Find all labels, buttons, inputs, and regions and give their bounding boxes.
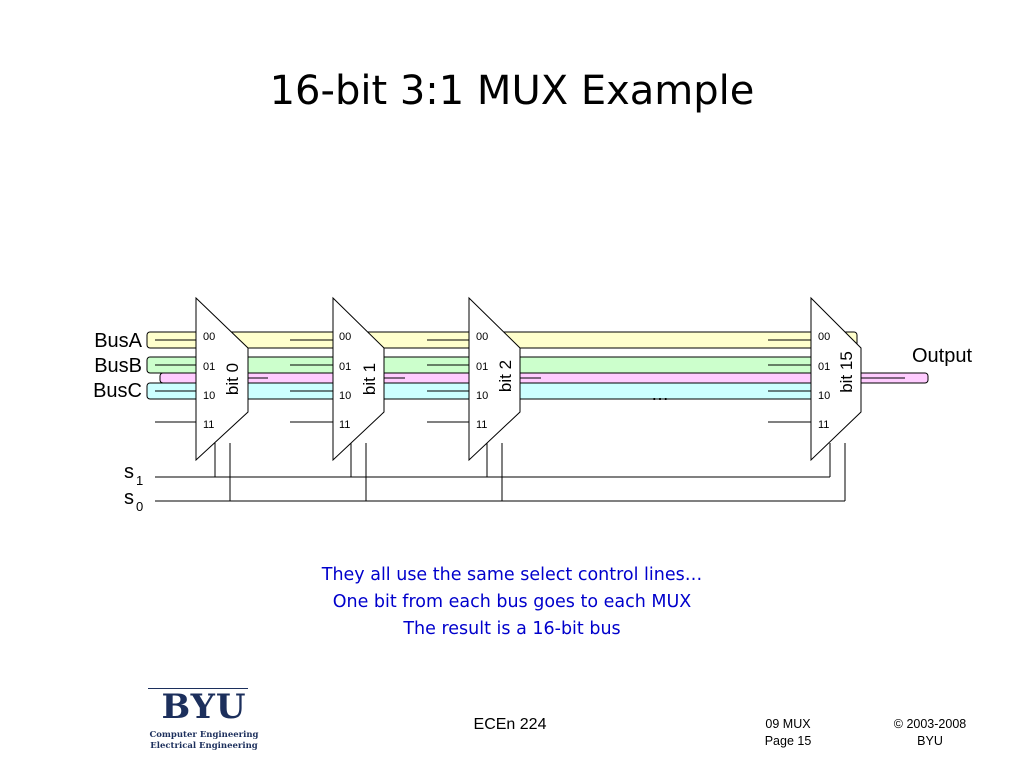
select-label-s1-main: s (124, 461, 134, 483)
mux-bit2 (468, 296, 521, 462)
bus-label-b: BusB (94, 355, 142, 377)
mux-bit15-inputs: 00 01 10 11 (818, 331, 830, 431)
mux-input-11: 11 (818, 419, 829, 431)
select-label-s1: s 1 (124, 461, 143, 488)
mux-input-01: 01 (339, 361, 351, 373)
footer-copyright-block: © 2003-2008 BYU (880, 716, 980, 750)
mux-label-bit2: bit 2 (496, 360, 515, 392)
output-label: Output (912, 345, 972, 367)
mux-bit1 (332, 296, 385, 462)
bus-label-c: BusC (93, 380, 142, 402)
mux-bit0 (195, 296, 249, 462)
ellipsis: … (651, 384, 669, 404)
logo-sub-computer: Computer Engineering (149, 730, 259, 740)
mux-input-00: 00 (339, 331, 351, 343)
select-label-s0: s 0 (124, 487, 143, 514)
caption-line: The result is a 16-bit bus (403, 619, 621, 639)
footer-course: ECEn 224 (473, 716, 547, 733)
slide-title: 16-bit 3:1 MUX Example (269, 68, 755, 114)
caption-line: They all use the same select control lin… (321, 565, 703, 585)
mux-input-01: 01 (476, 361, 488, 373)
mux-input-01: 01 (203, 361, 215, 373)
footer-copyright: © 2003-2008 (893, 717, 967, 731)
logo-main-text: BYU (161, 687, 247, 727)
caption-line: One bit from each bus goes to each MUX (332, 592, 692, 612)
select-label-s0-main: s (124, 487, 134, 509)
mux-input-10: 10 (203, 390, 215, 402)
mux-input-00: 00 (476, 331, 488, 343)
mux-input-00: 00 (203, 331, 215, 343)
select-label-s0-sub: 0 (136, 499, 143, 514)
mux-input-01: 01 (818, 361, 830, 373)
logo-sub-electrical: Electrical Engineering (150, 741, 258, 751)
footer-lecture: 09 MUX (765, 717, 811, 731)
mux-input-10: 10 (476, 390, 488, 402)
mux-input-11: 11 (203, 419, 214, 431)
mux-bit15 (810, 296, 862, 462)
select-label-s1-sub: 1 (136, 473, 143, 488)
footer-lecture-block: 09 MUX Page 15 (748, 716, 828, 750)
input-wires (155, 339, 811, 423)
footer-org: BYU (917, 734, 943, 748)
mux-bit0-inputs: 00 01 10 11 (203, 331, 215, 431)
logo-divider (148, 688, 248, 689)
mux-input-10: 10 (818, 390, 830, 402)
mux-bit1-inputs: 00 01 10 11 (339, 331, 351, 431)
mux-label-bit1: bit 1 (360, 363, 379, 395)
mux-input-11: 11 (339, 419, 350, 431)
mux-input-11: 11 (476, 419, 487, 431)
select-wires (155, 443, 846, 502)
bus-label-a: BusA (94, 330, 142, 352)
mux-label-bit0: bit 0 (223, 363, 242, 395)
byu-logo: BYU Computer Engineering Electrical Engi… (148, 688, 260, 752)
footer-page: Page 15 (764, 734, 812, 748)
mux-input-10: 10 (339, 390, 351, 402)
mux-bit2-inputs: 00 01 10 11 (476, 331, 488, 431)
mux-label-bit15: bit 15 (837, 351, 856, 393)
mux-input-00: 00 (818, 331, 830, 343)
caption: They all use the same select control lin… (0, 562, 1024, 643)
